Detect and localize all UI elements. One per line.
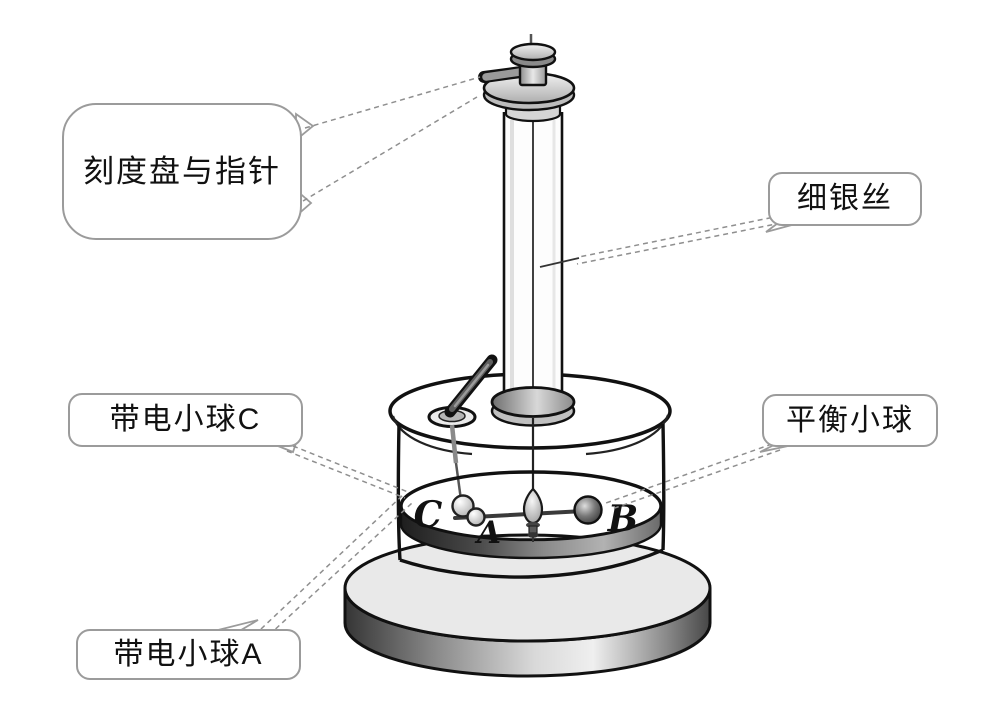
label-silver-wire-text: 细银丝	[797, 182, 893, 215]
leader-ball-a-2	[268, 502, 413, 636]
label-charged-ball-a-text: 带电小球A	[113, 637, 264, 671]
base-pedestal	[343, 533, 712, 678]
leader-dial-1	[304, 76, 481, 129]
glass-cylinder	[396, 423, 666, 579]
leader-balance-1	[605, 443, 773, 504]
label-charged-ball-c-text: 带电小球C	[109, 403, 262, 436]
column-collar	[490, 386, 576, 427]
leader-lines	[260, 76, 790, 636]
label-balance-ball: 平衡小球	[762, 394, 938, 447]
ball-b	[573, 495, 603, 525]
leader-ball-a-1	[260, 493, 405, 630]
glass-column	[502, 112, 564, 404]
torsion-head	[478, 34, 576, 123]
insertion-rod	[427, 354, 498, 428]
label-charged-ball-c: 带电小球C	[68, 393, 303, 447]
leader-wire-2	[576, 222, 782, 265]
label-silver-wire: 细银丝	[768, 172, 922, 226]
pointer	[478, 66, 527, 83]
counter-bob	[522, 487, 544, 542]
label-balance-ball-text: 平衡小球	[786, 403, 914, 437]
marker-ball-b: B	[607, 498, 638, 540]
leader-wire-1	[578, 213, 790, 258]
glass-wall-left	[396, 423, 402, 561]
rod-to-ball-c	[449, 424, 459, 464]
cylinder-interior: C A B	[399, 418, 663, 560]
leader-balance-2	[611, 449, 781, 510]
leader-wire-tick	[539, 257, 580, 268]
label-dial-pointer: 刻度盘与指针	[62, 103, 302, 240]
leader-ball-c-1	[292, 445, 409, 493]
leader-dial-2	[302, 96, 478, 202]
head-knob	[509, 42, 557, 62]
scale-band	[399, 505, 663, 560]
marker-ball-a: A	[474, 515, 501, 551]
label-dial-pointer-text: 刻度盘与指针	[83, 154, 281, 189]
glass-wall-right	[661, 423, 666, 551]
leader-ball-c-2	[286, 450, 406, 499]
marker-ball-c: C	[414, 494, 443, 536]
glass-bottom-rim	[399, 548, 664, 579]
ball-a	[466, 507, 486, 527]
label-charged-ball-a: 带电小球A	[76, 629, 301, 680]
